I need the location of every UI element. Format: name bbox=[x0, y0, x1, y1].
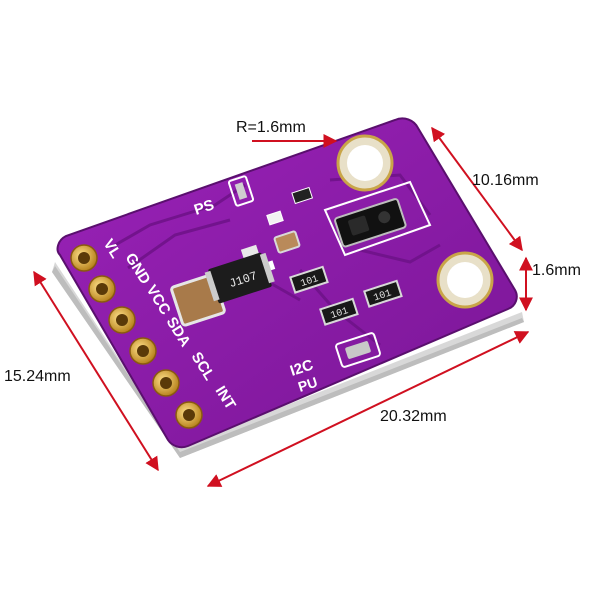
smd-part-1 bbox=[266, 210, 284, 226]
resistor-2: 101 bbox=[319, 297, 359, 326]
ps-jumper bbox=[227, 175, 255, 207]
resistor-1-marking: 101 bbox=[299, 274, 320, 290]
dim-label-width: 15.24mm bbox=[4, 368, 71, 385]
pad-vcc bbox=[108, 306, 136, 334]
dim-label-length: 20.32mm bbox=[380, 408, 447, 425]
mounting-hole-top bbox=[336, 134, 394, 192]
dim-line-width bbox=[33, 270, 159, 472]
sensor-outline bbox=[323, 180, 432, 257]
pad-int bbox=[175, 401, 203, 429]
resistor-1: 101 bbox=[289, 265, 329, 294]
resistor-2-marking: 101 bbox=[329, 306, 350, 322]
pad-scl bbox=[152, 369, 180, 397]
resistor-3: 101 bbox=[363, 279, 403, 308]
pad-vl bbox=[70, 244, 98, 272]
regulator-chip: J107 bbox=[204, 252, 275, 304]
capacitor-small bbox=[273, 230, 301, 254]
pad-sda bbox=[129, 337, 157, 365]
pcb-board bbox=[56, 117, 518, 449]
resistor-3-marking: 101 bbox=[373, 288, 394, 304]
dim-label-radius: R=1.6mm bbox=[236, 119, 306, 136]
dim-label-hole-spacing: 10.16mm bbox=[472, 172, 539, 189]
ps-label: PS bbox=[192, 196, 216, 218]
dim-label-thickness: 1.6mm bbox=[532, 262, 581, 279]
gesture-sensor bbox=[334, 198, 407, 248]
pad-gnd bbox=[88, 275, 116, 303]
dim-line-hole-spacing bbox=[431, 126, 523, 252]
smd-part-2 bbox=[291, 186, 314, 205]
mounting-hole-bottom bbox=[436, 251, 494, 309]
dim-line-length bbox=[206, 331, 530, 487]
